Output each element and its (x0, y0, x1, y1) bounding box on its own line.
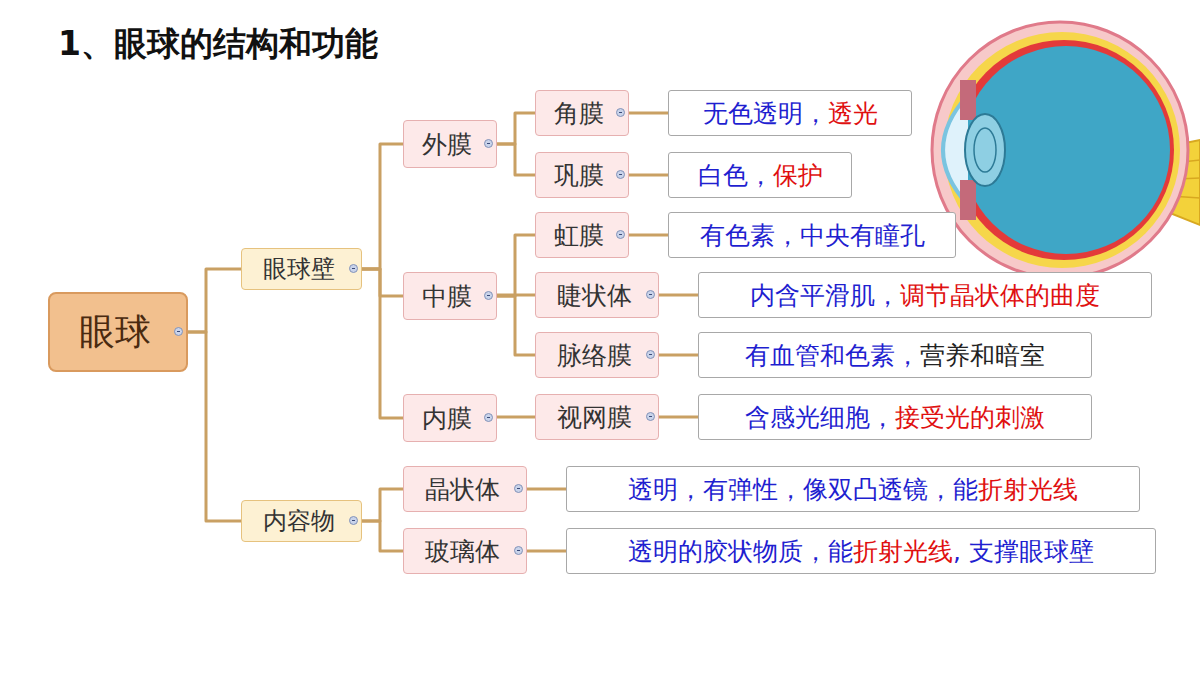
tree-connector (362, 269, 403, 296)
tree-connector (497, 113, 535, 144)
description-text: 有血管和色素， (745, 339, 920, 372)
description-text: 无色透明， (703, 97, 828, 130)
tree-connector (629, 174, 668, 177)
tree-connector (527, 550, 566, 553)
description-box: 含感光细胞，接受光的刺激 (698, 394, 1092, 440)
description-text: 折射光线 (978, 473, 1078, 506)
node-label: 晶状体 (425, 473, 500, 506)
topic-box: 视网膜 (535, 394, 659, 440)
node-label: 眼球 (79, 308, 151, 357)
collapse-icon (484, 413, 493, 422)
description-text: 透光 (828, 97, 878, 130)
node-label: 外膜 (422, 128, 472, 161)
collapse-icon (616, 108, 625, 117)
description-text: 接受光的刺激 (895, 401, 1045, 434)
description-text: 营养和暗室 (920, 339, 1045, 372)
tree-connector (362, 489, 403, 521)
node-label: 脉络膜 (557, 339, 632, 372)
topic-box: 角膜 (535, 90, 629, 136)
description-text: 含感光细胞， (745, 401, 895, 434)
topic-box: 玻璃体 (403, 528, 527, 574)
tree-connector (629, 112, 668, 115)
topic-box: 眼球壁 (241, 248, 362, 290)
description-text: 保护 (773, 159, 823, 192)
node-label: 中膜 (422, 280, 472, 313)
topic-box: 内膜 (403, 394, 497, 442)
tree-connector (659, 294, 698, 297)
description-box: 有色素，中央有瞳孔 (668, 212, 956, 258)
topic-box: 晶状体 (403, 466, 527, 512)
tree-connector (659, 416, 698, 419)
description-text: 调节晶状体的曲度 (900, 279, 1100, 312)
description-text: , 支撑眼球壁 (953, 535, 1094, 568)
slide-title: 1、眼球的结构和功能 (58, 22, 378, 67)
collapse-icon (174, 327, 183, 336)
topic-box: 睫状体 (535, 272, 659, 318)
description-text: 白色， (698, 159, 773, 192)
root-box: 眼球 (48, 292, 188, 372)
collapse-icon (646, 412, 655, 421)
tree-connector (527, 488, 566, 491)
topic-box: 内容物 (241, 500, 362, 542)
collapse-icon (514, 546, 523, 555)
description-box: 有血管和色素，营养和暗室 (698, 332, 1092, 378)
description-text: 透明的胶状物质，能 (628, 535, 853, 568)
description-box: 白色，保护 (668, 152, 852, 198)
collapse-icon (514, 484, 523, 493)
collapse-icon (616, 170, 625, 179)
topic-box: 虹膜 (535, 212, 629, 258)
topic-box: 外膜 (403, 120, 497, 168)
collapse-icon (484, 291, 493, 300)
tree-connector (362, 269, 403, 418)
node-label: 内容物 (263, 505, 335, 537)
topic-box: 中膜 (403, 272, 497, 320)
description-box: 内含平滑肌，调节晶状体的曲度 (698, 272, 1152, 318)
tree-connector (659, 354, 698, 357)
collapse-icon (349, 264, 358, 273)
collapse-icon (646, 290, 655, 299)
description-box: 透明的胶状物质，能折射光线, 支撑眼球壁 (566, 528, 1156, 574)
tree-connector (188, 269, 241, 332)
tree-connector (497, 235, 535, 296)
description-box: 无色透明，透光 (668, 90, 912, 136)
description-text: 折射光线 (853, 535, 953, 568)
tree-connector (629, 234, 668, 237)
tree-connector (497, 144, 535, 175)
tree-connector (497, 296, 535, 355)
node-label: 睫状体 (557, 279, 632, 312)
tree-connector (188, 332, 241, 521)
tree-connector (362, 144, 403, 269)
collapse-icon (616, 230, 625, 239)
description-text: 内含平滑肌， (750, 279, 900, 312)
collapse-icon (646, 350, 655, 359)
tree-connector (362, 521, 403, 551)
eyeball-section (932, 22, 1200, 278)
tree-connector (497, 416, 535, 419)
node-label: 巩膜 (554, 159, 604, 192)
topic-box: 脉络膜 (535, 332, 659, 378)
collapse-icon (349, 516, 358, 525)
description-text: 透明，有弹性，像双凸透镜，能 (628, 473, 978, 506)
node-label: 眼球壁 (263, 253, 335, 285)
node-label: 虹膜 (554, 219, 604, 252)
description-box: 透明，有弹性，像双凸透镜，能折射光线 (566, 466, 1140, 512)
collapse-icon (484, 139, 493, 148)
description-text: 有色素，中央有瞳孔 (700, 219, 925, 252)
node-label: 视网膜 (557, 401, 632, 434)
node-label: 玻璃体 (425, 535, 500, 568)
topic-box: 巩膜 (535, 152, 629, 198)
node-label: 内膜 (422, 402, 472, 435)
node-label: 角膜 (554, 97, 604, 130)
